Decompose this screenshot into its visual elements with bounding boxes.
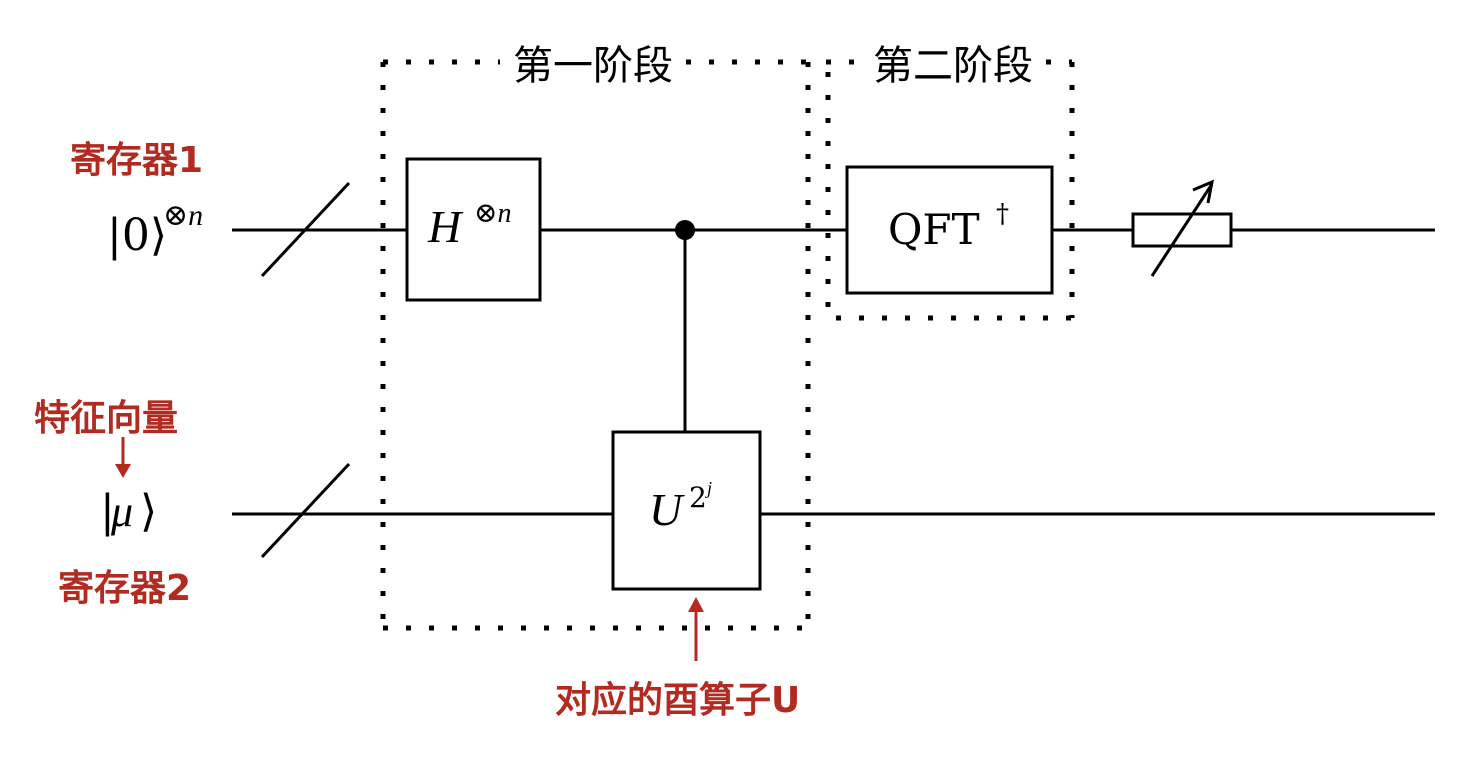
svg-text:⊗n: ⊗n <box>163 199 203 232</box>
register1-bundle-slash <box>260 181 351 278</box>
register1-label: 寄存器1 <box>70 140 203 181</box>
eigenvector-annotation: 特征向量 <box>34 398 178 439</box>
qft-inverse-gate: QFT † <box>845 165 1054 295</box>
unitary-annotation: 对应的酉算子U <box>555 680 800 721</box>
svg-text:|: | <box>100 486 115 537</box>
hadamard-power: ⊗n <box>474 198 511 229</box>
register2-label: 寄存器2 <box>58 568 191 609</box>
hadamard-gate: H ⊗n <box>405 157 542 302</box>
register2-bundle-slash <box>260 462 351 559</box>
svg-text:†: † <box>996 199 1009 229</box>
svg-text:|0⟩: |0⟩ <box>107 210 167 261</box>
svg-text:H: H <box>427 201 464 252</box>
meter-icon <box>1131 179 1233 277</box>
stage2-label: 第二阶段 <box>873 43 1033 89</box>
stage2-frame <box>825 59 1075 321</box>
svg-text:2: 2 <box>689 481 707 514</box>
svg-text:⟩: ⟩ <box>140 486 157 537</box>
stage1-frame <box>380 59 811 631</box>
eigenvector-arrow <box>115 437 131 478</box>
u-base: U <box>649 484 685 535</box>
u-power-exp: j <box>705 478 712 498</box>
u-power-base: 2 <box>689 481 707 514</box>
svg-text:⊗n: ⊗n <box>474 198 511 229</box>
svg-text:μ: μ <box>110 487 133 536</box>
qft-power: † <box>996 199 1009 229</box>
control-dot <box>675 220 695 240</box>
register2-state: | μ ⟩ <box>100 486 157 537</box>
stage1-label: 第一阶段 <box>513 43 673 89</box>
qft-base: QFT <box>888 205 980 254</box>
svg-text:U: U <box>649 484 685 535</box>
hadamard-base: H <box>427 201 464 252</box>
svg-text:QFT: QFT <box>888 205 980 254</box>
unitary-arrow <box>688 597 704 661</box>
controlled-u-gate: U 2 j <box>611 430 762 591</box>
register1-state: |0⟩ ⊗n <box>107 199 203 261</box>
svg-text:j: j <box>705 478 712 498</box>
